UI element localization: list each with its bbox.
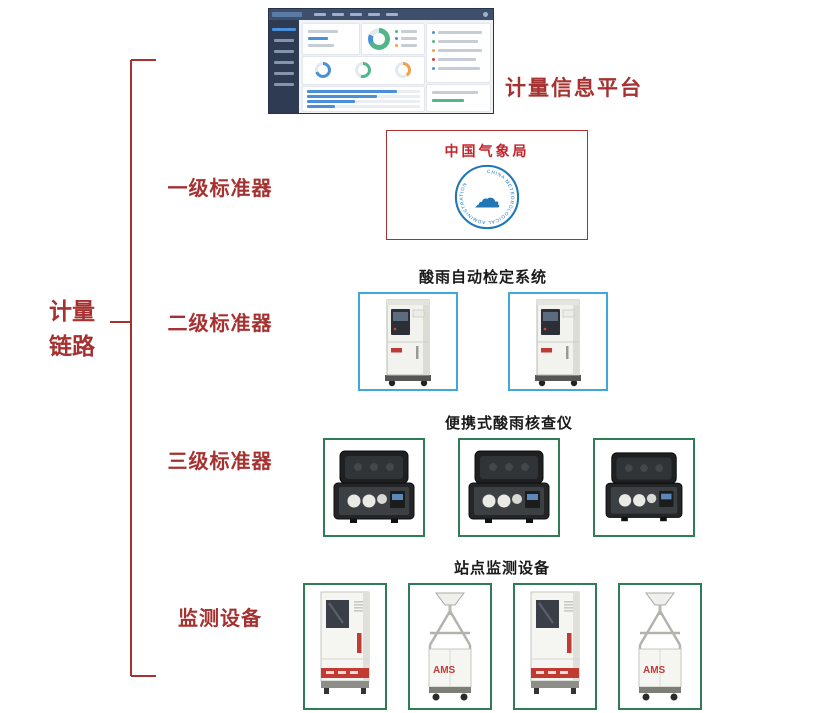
text-bar bbox=[438, 49, 482, 52]
chain-bracket bbox=[110, 59, 156, 677]
legend-dot bbox=[395, 44, 398, 47]
gauge-chart bbox=[315, 62, 331, 78]
list-dot bbox=[432, 67, 435, 70]
cloud-icon: ☁ bbox=[473, 182, 500, 213]
station-cabinet-illustration bbox=[522, 589, 588, 705]
station-sampler-illustration bbox=[417, 589, 483, 705]
list-dot bbox=[432, 31, 435, 34]
cma-emblem: CHINA METEOROLOGICAL ADMINISTRATION ☁ bbox=[454, 164, 520, 229]
chain-label-line2: 链路 bbox=[49, 332, 95, 359]
list-dot bbox=[432, 49, 435, 52]
dashboard-stat-card bbox=[302, 23, 360, 55]
text-bar bbox=[438, 67, 480, 70]
text-bar bbox=[438, 58, 476, 61]
portable-case-illustration bbox=[328, 449, 420, 527]
level4-title: 站点监测设备 bbox=[453, 560, 550, 577]
level3-label: 三级标准器 bbox=[167, 451, 273, 473]
bar-fill bbox=[307, 95, 377, 98]
portable-case-illustration bbox=[463, 449, 555, 527]
chain-label: 计量 链路 bbox=[36, 294, 108, 363]
station-device-box bbox=[303, 583, 387, 710]
dashboard-nav-item bbox=[332, 13, 344, 16]
station-device-box bbox=[513, 583, 597, 710]
verification-cabinet-illustration bbox=[378, 296, 438, 388]
verification-cabinet-box bbox=[508, 292, 608, 391]
platform-label: 计量信息平台 bbox=[505, 77, 643, 100]
level2-label: 二级标准器 bbox=[167, 313, 273, 335]
legend-dot bbox=[395, 37, 398, 40]
verification-cabinet-illustration bbox=[528, 296, 588, 388]
bar-track bbox=[307, 100, 420, 103]
donut-chart bbox=[368, 28, 390, 50]
dashboard-menu-item bbox=[274, 50, 294, 53]
dashboard-donut-card bbox=[361, 23, 425, 55]
legend-dot bbox=[395, 30, 398, 33]
portable-verifier-box bbox=[593, 438, 695, 537]
text-bar bbox=[401, 37, 417, 40]
portable-case-illustration bbox=[600, 451, 688, 525]
dashboard-menu-item bbox=[274, 39, 294, 42]
chain-label-line1: 计量 bbox=[49, 298, 95, 324]
dashboard-nav-item bbox=[350, 13, 362, 16]
gauge-chart bbox=[355, 62, 371, 78]
dashboard-content bbox=[299, 20, 493, 113]
portable-verifier-box bbox=[323, 438, 425, 537]
dashboard-menu-item bbox=[274, 83, 294, 86]
station-sampler-illustration bbox=[627, 589, 693, 705]
text-bar bbox=[308, 44, 334, 47]
platform-screenshot bbox=[268, 8, 494, 114]
text-bar bbox=[401, 44, 417, 47]
level2-title: 酸雨自动检定系统 bbox=[418, 269, 547, 286]
dashboard-menu-item bbox=[274, 72, 294, 75]
station-device-box bbox=[408, 583, 492, 710]
dashboard-summary-card bbox=[426, 84, 491, 112]
dashboard-nav-item bbox=[386, 13, 398, 16]
level1-label: 一级标准器 bbox=[167, 178, 273, 200]
text-bar bbox=[308, 37, 328, 40]
text-bar bbox=[438, 31, 482, 34]
text-bar bbox=[438, 40, 478, 43]
bar-track bbox=[307, 90, 420, 93]
dashboard-nav-item bbox=[314, 13, 326, 16]
dashboard-menu-item bbox=[272, 28, 296, 31]
level1-standard-box: 中国气象局 CHINA METEOROLOGICAL ADMINISTRATIO… bbox=[386, 130, 588, 240]
bar-fill bbox=[307, 100, 355, 103]
dashboard-logo bbox=[272, 12, 302, 17]
text-bar bbox=[432, 99, 464, 102]
level3-title: 便携式酸雨核查仪 bbox=[444, 415, 573, 432]
dashboard-gauges-card bbox=[302, 56, 425, 85]
station-device-box bbox=[618, 583, 702, 710]
dashboard-menu-item bbox=[274, 61, 294, 64]
text-bar bbox=[308, 30, 338, 33]
dashboard-list-panel bbox=[426, 23, 491, 83]
bar-fill bbox=[307, 105, 335, 108]
dashboard-sidebar bbox=[269, 20, 299, 113]
cma-logo-name-cn: 中国气象局 bbox=[444, 142, 530, 159]
dashboard-avatar bbox=[483, 12, 488, 17]
bar-track bbox=[307, 95, 420, 98]
dashboard-topbar bbox=[269, 9, 493, 20]
list-dot bbox=[432, 58, 435, 61]
text-bar bbox=[432, 91, 478, 94]
bar-fill bbox=[307, 90, 397, 93]
portable-verifier-box bbox=[458, 438, 560, 537]
station-cabinet-illustration bbox=[312, 589, 378, 705]
bar-track bbox=[307, 105, 420, 108]
gauge-chart bbox=[395, 62, 411, 78]
level4-label: 监测设备 bbox=[178, 608, 262, 630]
dashboard-bar-chart-card bbox=[302, 86, 425, 112]
cma-logo: 中国气象局 CHINA METEOROLOGICAL ADMINISTRATIO… bbox=[445, 141, 530, 230]
verification-cabinet-box bbox=[358, 292, 458, 391]
text-bar bbox=[401, 30, 417, 33]
dashboard-nav-item bbox=[368, 13, 380, 16]
list-dot bbox=[432, 40, 435, 43]
